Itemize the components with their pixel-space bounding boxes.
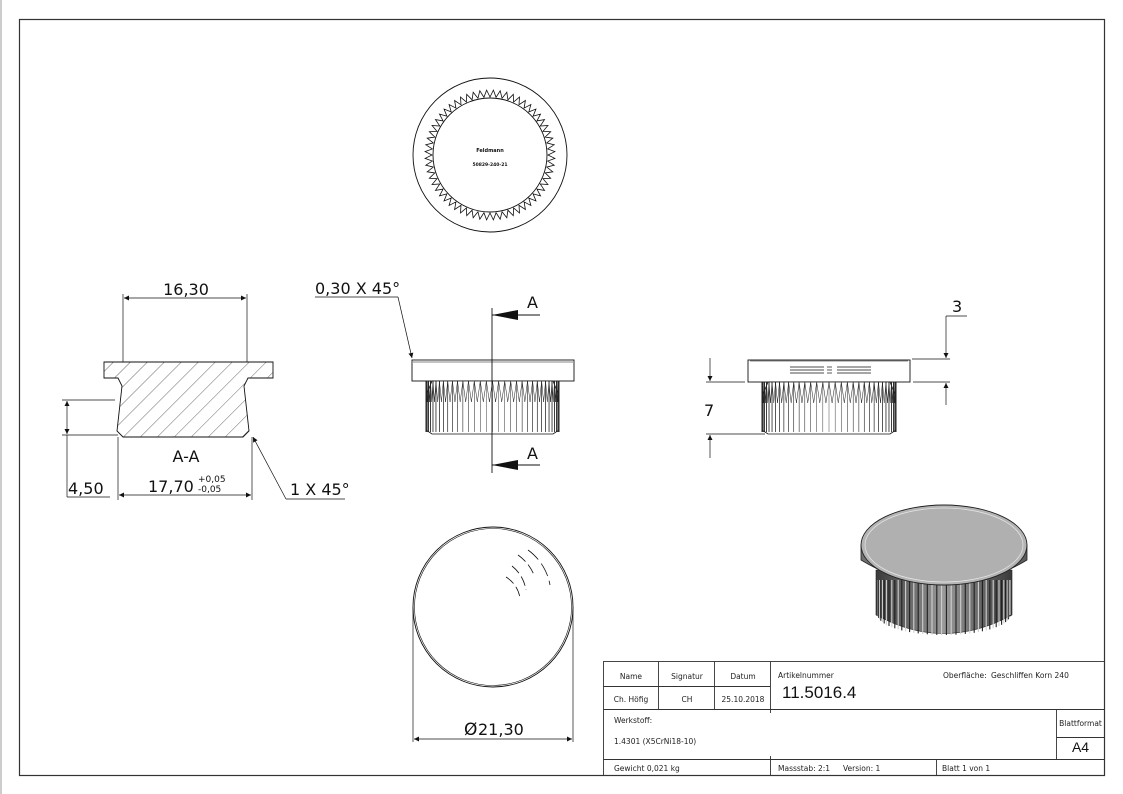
material-value: 1.4301 (X5CrNi18-10) xyxy=(614,737,697,746)
tolerance-upper: +0,05 xyxy=(198,475,226,485)
engraving-brand: Feldmann xyxy=(476,148,504,154)
value-date: 25.10.2018 xyxy=(721,695,765,704)
dim-height-section: 4,50 xyxy=(68,479,104,498)
top-view: Feldmann 50829-240-21 xyxy=(412,77,568,233)
article-number: 11.5016.4 xyxy=(782,683,857,702)
weight: Gewicht 0,021 kg xyxy=(614,764,680,773)
bottom-view: Ø 21,30 xyxy=(412,526,574,742)
surface-label: Oberfläche: xyxy=(943,671,987,680)
isometric-render xyxy=(860,504,1028,635)
article-label: Artikelnummer xyxy=(778,671,834,680)
dim-diameter: 21,30 xyxy=(478,720,524,739)
section-label: A-A xyxy=(173,447,200,466)
surface-value: Geschliffen Korn 240 xyxy=(991,671,1069,680)
title-block-grid xyxy=(603,661,1105,776)
chamfer-section: 1 X 45° xyxy=(290,480,350,499)
chamfer-front: 0,30 X 45° xyxy=(315,279,400,298)
header-name: Name xyxy=(619,672,643,681)
side-view: 3 7 xyxy=(704,297,967,458)
drawing-frame xyxy=(18,18,1106,777)
material-label: Werkstoff: xyxy=(614,716,653,725)
header-signature: Signatur xyxy=(671,672,703,681)
version: Version: 1 xyxy=(843,764,881,773)
dim-flange-thickness: 3 xyxy=(952,297,962,316)
scale: Massstab: 2:1 xyxy=(778,764,831,773)
front-view: 0,30 X 45° A A xyxy=(315,279,575,473)
format-value: A4 xyxy=(1071,739,1090,755)
dim-bottom-width: 17,70 xyxy=(148,477,194,496)
section-marker-bottom: A xyxy=(527,444,538,463)
section-view-a-a: 16,30 4,50 A-A 17,70 +0,05 -0,05 1 X 45° xyxy=(62,280,350,500)
dim-top-width: 16,30 xyxy=(163,280,209,299)
section-marker-top: A xyxy=(527,293,538,312)
engraving-code: 50829-240-21 xyxy=(472,162,507,168)
header-date: Datum xyxy=(730,672,756,681)
tolerance-lower: -0,05 xyxy=(198,485,221,495)
value-name: Ch. Höfig xyxy=(613,695,649,704)
format-label: Blattformat xyxy=(1059,719,1102,728)
diameter-symbol: Ø xyxy=(464,720,477,740)
value-signature: CH xyxy=(681,695,693,704)
dim-height-side: 7 xyxy=(704,401,714,420)
sheet-number: Blatt 1 von 1 xyxy=(942,764,991,773)
